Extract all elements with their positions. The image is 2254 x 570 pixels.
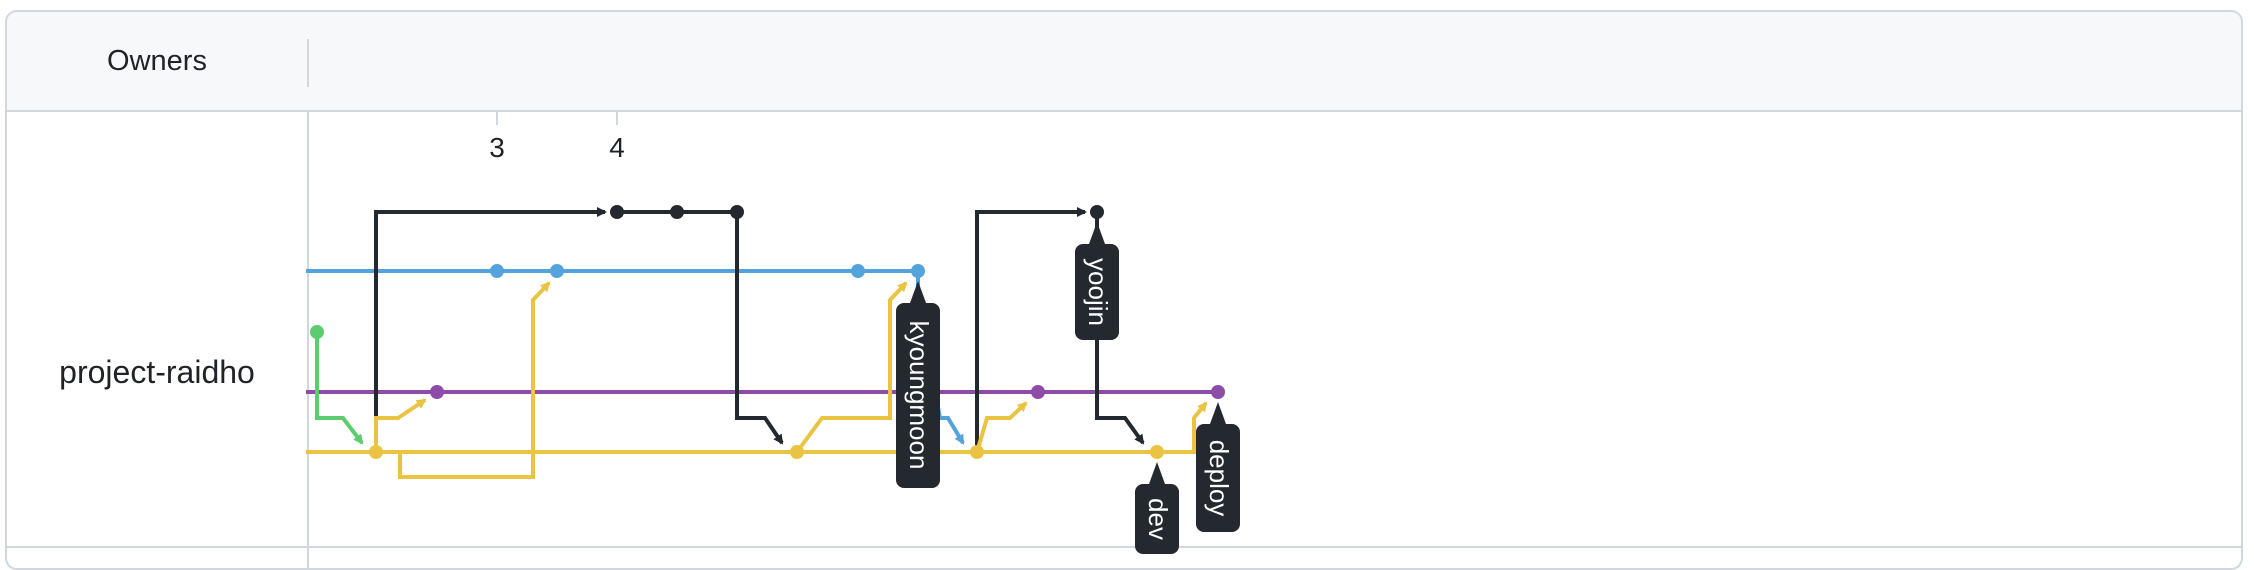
commit-dot[interactable] bbox=[310, 325, 324, 339]
commit-dot[interactable] bbox=[490, 264, 504, 278]
branch-label-text-yoojin: yoojin bbox=[1083, 258, 1113, 326]
commit-dot[interactable] bbox=[369, 445, 383, 459]
owners-column-header: Owners bbox=[107, 44, 207, 77]
branch-label-yoojin[interactable]: yoojin bbox=[1075, 222, 1119, 340]
merge-line-yellow-to-purple-2 bbox=[975, 401, 1028, 453]
branch-line-black-1 bbox=[374, 207, 607, 452]
body-column-divider bbox=[307, 112, 309, 568]
merge-line-black-1 bbox=[735, 212, 784, 445]
commit-dot[interactable] bbox=[1090, 205, 1104, 219]
branch-label-text-kyoungmoon: kyoungmoon bbox=[904, 321, 934, 470]
branch-label-dev[interactable]: dev bbox=[1135, 462, 1179, 554]
commit-dot[interactable] bbox=[550, 264, 564, 278]
tick-label-3: 3 bbox=[489, 132, 505, 163]
commit-dot[interactable] bbox=[911, 264, 925, 278]
row-divider bbox=[7, 546, 2241, 548]
commit-dot[interactable] bbox=[670, 205, 684, 219]
tick-label-4: 4 bbox=[609, 132, 625, 163]
branch-label-text-deploy: deploy bbox=[1204, 440, 1234, 517]
merge-line-yellow-to-blue-2 bbox=[795, 281, 908, 454]
commit-dot[interactable] bbox=[1031, 385, 1045, 399]
table-header: Owners bbox=[7, 12, 2241, 112]
merge-line-yellow-to-purple bbox=[374, 398, 427, 452]
branch-label-kyoungmoon[interactable]: kyoungmoon bbox=[896, 281, 940, 488]
merge-line-yellow-to-blue-1 bbox=[376, 281, 551, 479]
commit-dot[interactable] bbox=[1211, 385, 1225, 399]
commit-dot[interactable] bbox=[970, 445, 984, 459]
branch-label-text-dev: dev bbox=[1143, 498, 1173, 540]
date-ticks: 3 4 bbox=[489, 110, 625, 163]
commit-dot[interactable] bbox=[851, 264, 865, 278]
merge-line-green bbox=[315, 332, 364, 445]
header-column-divider bbox=[307, 39, 309, 87]
merge-line-yellow-to-purple-3 bbox=[1157, 401, 1208, 454]
commits bbox=[310, 205, 1225, 459]
commit-dot[interactable] bbox=[730, 205, 744, 219]
commit-dot[interactable] bbox=[1150, 445, 1164, 459]
commit-dot[interactable] bbox=[430, 385, 444, 399]
branch-label-deploy[interactable]: deploy bbox=[1196, 402, 1240, 532]
owner-project-raidho[interactable]: project-raidho bbox=[59, 353, 255, 390]
commit-dot[interactable] bbox=[610, 205, 624, 219]
branch-line-black-2 bbox=[975, 207, 1087, 452]
commit-dot[interactable] bbox=[790, 445, 804, 459]
